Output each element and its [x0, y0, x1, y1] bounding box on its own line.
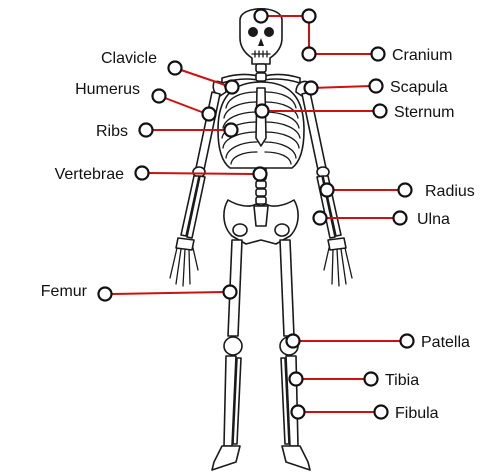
marker-radius-label[interactable]: [399, 184, 412, 197]
marker-scapula-label[interactable]: [370, 80, 383, 93]
label-radius: Radius: [425, 183, 475, 200]
leg-right: [280, 240, 310, 470]
marker-ulna-bone[interactable]: [314, 212, 327, 225]
leader-femur: [111, 292, 224, 294]
marker-clavicle-label[interactable]: [169, 62, 182, 75]
leader-vertebrae: [148, 173, 254, 174]
marker-ribs-bone[interactable]: [225, 124, 238, 137]
marker-tibia-label[interactable]: [365, 373, 378, 386]
label-femur: Femur: [41, 283, 88, 300]
marker-radius-bone[interactable]: [321, 184, 334, 197]
marker-sternum-label[interactable]: [374, 105, 387, 118]
marker-cranium-label[interactable]: [372, 48, 385, 61]
label-fibula: Fibula: [395, 405, 439, 422]
marker-vertebrae-label[interactable]: [136, 167, 149, 180]
leader-clavicle: [181, 70, 228, 86]
marker-cranium-bend[interactable]: [303, 10, 316, 23]
marker-clavicle-bone[interactable]: [226, 81, 239, 94]
label-cranium: Cranium: [392, 47, 452, 64]
label-scapula: Scapula: [390, 79, 448, 96]
label-ulna: Ulna: [417, 211, 450, 228]
pelvis: [224, 200, 298, 244]
marker-humerus-label[interactable]: [153, 90, 166, 103]
marker-fibula-label[interactable]: [375, 406, 388, 419]
arm-left: [170, 92, 220, 286]
marker-sternum-bone[interactable]: [256, 105, 269, 118]
label-humerus: Humerus: [75, 81, 140, 98]
leader-cranium: [268, 16, 372, 54]
marker-cranium-skull[interactable]: [255, 10, 268, 23]
leader-humerus: [165, 98, 207, 114]
marker-cranium-bend-lower[interactable]: [303, 48, 316, 61]
marker-patella-bone[interactable]: [287, 335, 300, 348]
marker-humerus-bone[interactable]: [203, 108, 216, 121]
label-vertebrae: Vertebrae: [55, 166, 124, 183]
label-sternum: Sternum: [394, 104, 454, 121]
leg-left: [212, 240, 242, 470]
marker-femur-bone[interactable]: [224, 286, 237, 299]
marker-fibula-bone[interactable]: [292, 406, 305, 419]
marker-ribs-label[interactable]: [140, 124, 153, 137]
label-patella: Patella: [421, 334, 470, 351]
skeleton-figure: [170, 9, 352, 470]
marker-patella-label[interactable]: [401, 335, 414, 348]
leader-scapula: [311, 86, 371, 88]
marker-tibia-bone[interactable]: [290, 373, 303, 386]
marker-femur-label[interactable]: [99, 288, 112, 301]
label-clavicle: Clavicle: [101, 50, 157, 67]
label-ribs: Ribs: [96, 123, 128, 140]
marker-vertebrae-bone[interactable]: [254, 168, 267, 181]
marker-ulna-label[interactable]: [394, 212, 407, 225]
marker-scapula-bone[interactable]: [305, 82, 318, 95]
label-tibia: Tibia: [385, 372, 419, 389]
